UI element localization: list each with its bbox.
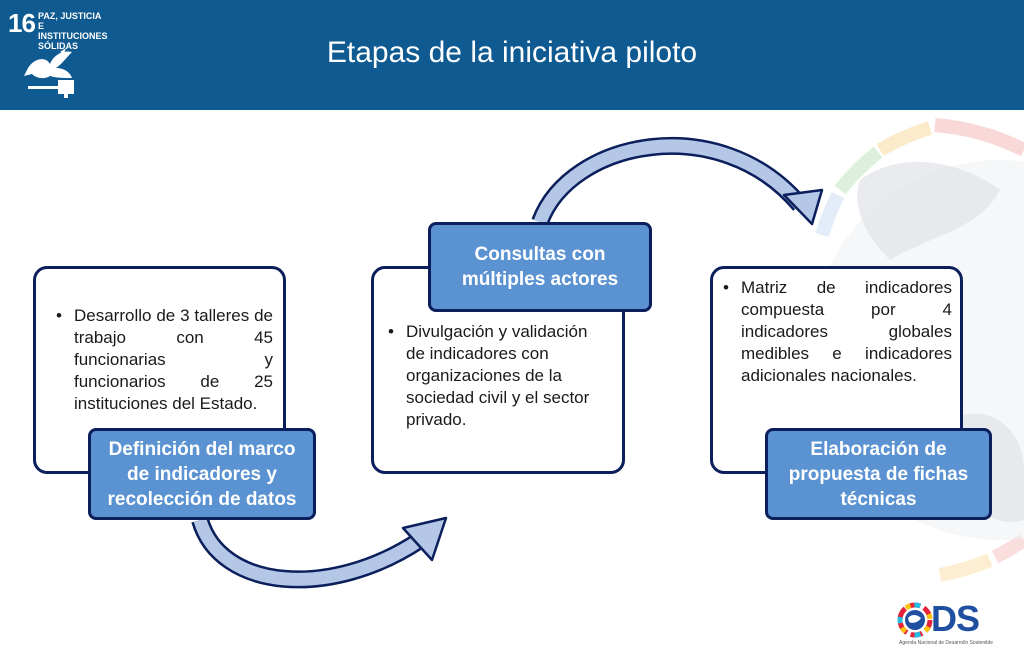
stage-2-bullet: Divulgación y validación de indicadores … (384, 321, 608, 431)
ods-logo-subtitle: Agenda Nacional de Desarrollo Sostenible (899, 640, 993, 646)
ods-logo: DS Agenda Nacional de Desarrollo Sosteni… (895, 598, 999, 648)
stage-3-label: Elaboración de propuesta de fichas técni… (765, 428, 992, 520)
dove-gavel-icon (24, 48, 74, 98)
stage-1-label: Definición del marco de indicadores y re… (88, 428, 316, 520)
sdg-16-badge: 16 PAZ, JUSTICIA E INSTITUCIONES SÓLIDAS (0, 0, 108, 110)
arrow-stage2-to-stage3 (531, 137, 824, 226)
page-title: Etapas de la iniciativa piloto (0, 36, 1024, 70)
stage-1-bullet: Desarrollo de 3 talleres de trabajo con … (52, 305, 273, 415)
header-bar: 16 PAZ, JUSTICIA E INSTITUCIONES SÓLIDAS… (0, 0, 1024, 110)
sdg-label: PAZ, JUSTICIA E INSTITUCIONES SÓLIDAS (38, 11, 108, 51)
sdg-label-line: PAZ, JUSTICIA (38, 11, 102, 21)
stage-3-bullet: Matriz de indicadores compuesta por 4 in… (719, 277, 952, 387)
stage-2-label: Consultas con múltiples actores (428, 222, 652, 312)
sdg-number: 16 (8, 8, 36, 38)
ods-globe-icon (897, 602, 933, 638)
page-title-text: Etapas de la iniciativa piloto (326, 36, 698, 69)
sdg-label-line: SÓLIDAS (38, 41, 79, 51)
sdg-label-line: E INSTITUCIONES (38, 21, 108, 41)
arrow-stage1-to-stage2 (191, 516, 448, 589)
ods-logo-text: DS (931, 598, 980, 639)
